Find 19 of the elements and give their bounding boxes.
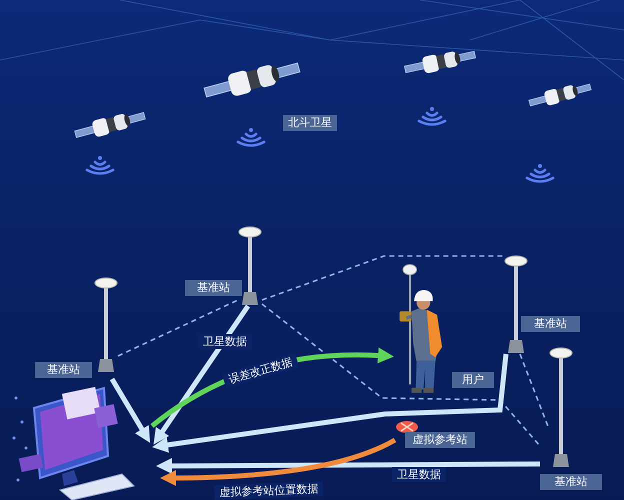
- edge-label: 卫星数据: [392, 467, 446, 482]
- edge-label: 误差改正数据: [222, 353, 300, 388]
- dashed-line: [118, 299, 238, 357]
- arrow: [156, 458, 540, 474]
- edge-label: 虚拟参考站位置数据: [214, 481, 324, 500]
- arrow: [110, 378, 150, 443]
- station-label: 虚拟参考站: [405, 432, 475, 448]
- station-label: 北斗卫星: [283, 115, 337, 131]
- dashed-line: [262, 255, 504, 301]
- station-label: 基准站: [185, 280, 242, 296]
- station-label: 基准站: [521, 316, 580, 332]
- arrow: [154, 304, 250, 445]
- arrow: [152, 354, 508, 453]
- station-label: 用户: [452, 372, 494, 388]
- dashed-line: [262, 303, 541, 447]
- arrow: [160, 438, 396, 486]
- edge-label: 卫星数据: [198, 334, 252, 349]
- station-label: 基准站: [35, 362, 92, 378]
- station-label: 基准站: [540, 474, 602, 490]
